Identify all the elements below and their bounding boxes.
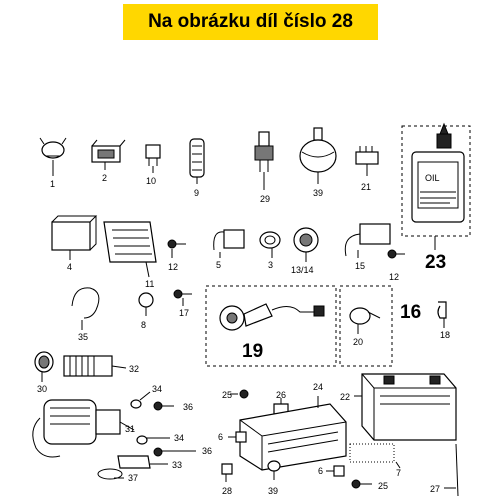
- part-34-washer-top: [130, 391, 151, 409]
- callout-39-bottom: 39: [268, 486, 278, 496]
- part-17-bolt: [173, 289, 192, 306]
- callout-31: 31: [125, 424, 135, 434]
- part-8-cap: [138, 292, 154, 316]
- callout-24: 24: [313, 382, 323, 392]
- part-35-cable-tie: [71, 287, 100, 330]
- part-25-screw-top: [230, 389, 249, 399]
- callout-28: 28: [222, 486, 232, 496]
- part-24-battery-box: [239, 396, 347, 471]
- callout-1: 1: [50, 179, 55, 189]
- callout-3: 3: [268, 260, 273, 270]
- callout-12-left: 12: [168, 262, 178, 272]
- callout-27: 27: [430, 484, 440, 494]
- part-13-14-buzzer: [293, 227, 319, 262]
- callout-34-bottom: 34: [174, 433, 184, 443]
- part-3-clamp: [259, 231, 281, 258]
- callout-6-lower: 6: [318, 466, 323, 476]
- callout-8: 8: [141, 320, 146, 330]
- callout-17: 17: [179, 308, 189, 318]
- part-12-bolt: [167, 239, 186, 258]
- callout-18: 18: [440, 330, 450, 340]
- part-32-bendix: [63, 355, 127, 377]
- part-27-vent-hose: [444, 443, 459, 497]
- part-37-seal: [97, 468, 124, 480]
- callout-9: 9: [194, 188, 199, 198]
- callout-29: 29: [260, 194, 270, 204]
- callout-36-bottom: 36: [202, 446, 212, 456]
- title-banner: Na obrázku díl číslo 28: [123, 4, 378, 40]
- part-9-grip: [189, 138, 205, 184]
- callout-7: 7: [396, 468, 401, 478]
- callout-6-upper: 6: [218, 432, 223, 442]
- callout-21: 21: [361, 182, 371, 192]
- part-19-ignition-switch: [205, 285, 337, 367]
- part-18-clip: [437, 301, 447, 328]
- callout-25-top: 25: [222, 390, 232, 400]
- part-6-clip-upper: [228, 431, 247, 443]
- part-11-regulator: [103, 221, 157, 278]
- part-7-pad: [349, 443, 401, 469]
- part-10-connector: [145, 144, 161, 173]
- part-29-switch: [254, 131, 274, 190]
- callout-13-14: 13/14: [291, 265, 314, 275]
- callout-5: 5: [216, 260, 221, 270]
- part-21-connector: [355, 146, 379, 176]
- banner-title: Na obrázku díl číslo 28: [148, 11, 353, 32]
- part-20-lock: [339, 285, 393, 367]
- callout-33: 33: [172, 460, 182, 470]
- callout-30: 30: [37, 384, 47, 394]
- part-22-battery: [354, 373, 457, 441]
- part-34-washer-bottom: [136, 435, 170, 445]
- part-25-screw-bottom: [351, 479, 372, 489]
- part-36-bolt-bottom: [153, 447, 196, 457]
- part-39-fuel-filter: [299, 127, 337, 184]
- part-5-switch: [213, 229, 245, 258]
- part-33-brush-plate: [117, 455, 168, 469]
- callout-10: 10: [146, 176, 156, 186]
- part-1-hose-clamp: [39, 137, 67, 176]
- callout-20: 20: [353, 337, 363, 347]
- callout-32: 32: [129, 364, 139, 374]
- callout-2: 2: [102, 173, 107, 183]
- callout-15: 15: [355, 261, 365, 271]
- callout-26: 26: [276, 390, 286, 400]
- part-2-fuse: [91, 139, 126, 170]
- part-12-screw: [387, 249, 405, 259]
- callout-11: 11: [145, 279, 154, 289]
- part-30-spring: [34, 351, 54, 382]
- part-6-clip-lower: [326, 465, 345, 477]
- callout-36-top: 36: [183, 402, 193, 412]
- callout-19: 19: [242, 341, 263, 362]
- part-4-relay: [51, 215, 98, 260]
- callout-37: 37: [128, 473, 138, 483]
- callout-12-right: 12: [389, 272, 399, 282]
- starter-motor: [32, 399, 135, 458]
- callout-39-top: 39: [313, 188, 323, 198]
- callout-23: 23: [425, 252, 446, 273]
- part-23-oil-bottle: OIL: [401, 122, 471, 250]
- part-28-clip: [221, 463, 233, 482]
- callout-34-top: 34: [152, 384, 162, 394]
- part-39-grommet: [267, 460, 281, 480]
- oil-label: OIL: [425, 173, 440, 183]
- callout-25-bottom: 25: [378, 481, 388, 491]
- callout-16: 16: [400, 302, 421, 323]
- part-36-bolt-top: [153, 401, 174, 411]
- callout-22: 22: [340, 392, 350, 402]
- part-15-switch: [344, 223, 391, 258]
- callout-4: 4: [67, 262, 72, 272]
- callout-35: 35: [78, 332, 88, 342]
